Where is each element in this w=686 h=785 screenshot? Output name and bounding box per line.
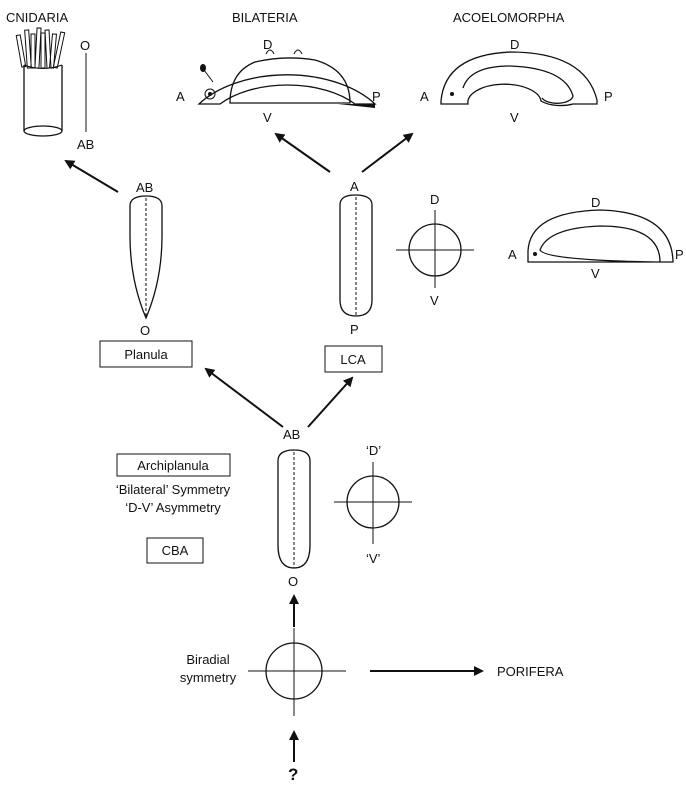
lca-cross-v-label: V bbox=[430, 293, 439, 308]
side-v-label: V bbox=[591, 266, 600, 281]
axis-label-oral: O bbox=[80, 38, 90, 53]
side-view-figure: D A P V bbox=[508, 195, 684, 281]
lca-figure: A P bbox=[340, 179, 372, 337]
acoel-dorsal-label: D bbox=[510, 37, 519, 52]
acoel-posterior-label: P bbox=[604, 89, 613, 104]
lca-cross-d-label: D bbox=[430, 192, 439, 207]
svg-text:LCA: LCA bbox=[340, 352, 366, 367]
arrow-lca-to-bilateria bbox=[276, 134, 330, 172]
side-d-label: D bbox=[591, 195, 600, 210]
lca-p-label: P bbox=[350, 322, 359, 337]
bilateria-label: BILATERIA bbox=[232, 10, 298, 25]
porifera-label: PORIFERA bbox=[497, 664, 564, 679]
side-a-label: A bbox=[508, 247, 517, 262]
archi-o-label: O bbox=[288, 574, 298, 589]
arrow-planula-to-cnidaria bbox=[66, 161, 118, 192]
arrow-archiplanula-to-planula bbox=[206, 369, 283, 427]
biradial-label-line1: Biradial bbox=[186, 652, 229, 667]
svg-text:CBA: CBA bbox=[162, 543, 189, 558]
archiplanula-cross-section: ‘D’ ‘V’ bbox=[334, 443, 412, 566]
archi-cross-v-label: ‘V’ bbox=[366, 551, 381, 566]
arrow-lca-to-acoelomorpha bbox=[362, 134, 412, 172]
lca-a-label: A bbox=[350, 179, 359, 194]
cba-box: CBA bbox=[147, 538, 203, 563]
cnidaria-label: CNIDARIA bbox=[6, 10, 68, 25]
acoel-anterior-label: A bbox=[420, 89, 429, 104]
lca-cross-section: D V bbox=[396, 192, 474, 308]
bilateral-symmetry-note: ‘Bilateral’ Symmetry bbox=[116, 482, 231, 497]
bilateria-bodyplan-figure: D A P V bbox=[176, 37, 381, 125]
planula-ab-label: AB bbox=[136, 180, 153, 195]
archi-cross-d-label: ‘D’ bbox=[366, 443, 381, 458]
bilateria-anterior-label: A bbox=[176, 89, 185, 104]
axis-label-aboral: AB bbox=[77, 137, 94, 152]
tentacles bbox=[16, 28, 64, 68]
planula-o-label: O bbox=[140, 323, 150, 338]
acoel-ventral-label: V bbox=[510, 110, 519, 125]
cnidaria-polyp-figure: O AB bbox=[16, 28, 94, 152]
arrow-archiplanula-to-lca bbox=[308, 378, 352, 427]
svg-text:Archiplanula: Archiplanula bbox=[137, 458, 209, 473]
unknown-ancestor-mark: ? bbox=[288, 765, 298, 784]
svg-text:Planula: Planula bbox=[124, 347, 168, 362]
planula-box: Planula bbox=[100, 341, 192, 367]
biradial-cross-section bbox=[248, 628, 346, 716]
archiplanula-box: Archiplanula bbox=[117, 454, 230, 476]
planula-figure: AB O bbox=[130, 180, 162, 338]
bilateria-posterior-label: P bbox=[372, 89, 381, 104]
bilateria-ventral-label: V bbox=[263, 110, 272, 125]
acoelomorpha-label: ACOELOMORPHA bbox=[453, 10, 565, 25]
archiplanula-figure: AB O bbox=[278, 427, 310, 589]
archi-ab-label: AB bbox=[283, 427, 300, 442]
acoelomorpha-bodyplan-figure: D A P V bbox=[420, 37, 613, 125]
dv-asymmetry-note: ‘D-V’ Asymmetry bbox=[125, 500, 221, 515]
lca-box: LCA bbox=[325, 346, 382, 372]
side-p-label: P bbox=[675, 247, 684, 262]
biradial-label-line2: symmetry bbox=[180, 670, 237, 685]
bilateria-dorsal-label: D bbox=[263, 37, 272, 52]
